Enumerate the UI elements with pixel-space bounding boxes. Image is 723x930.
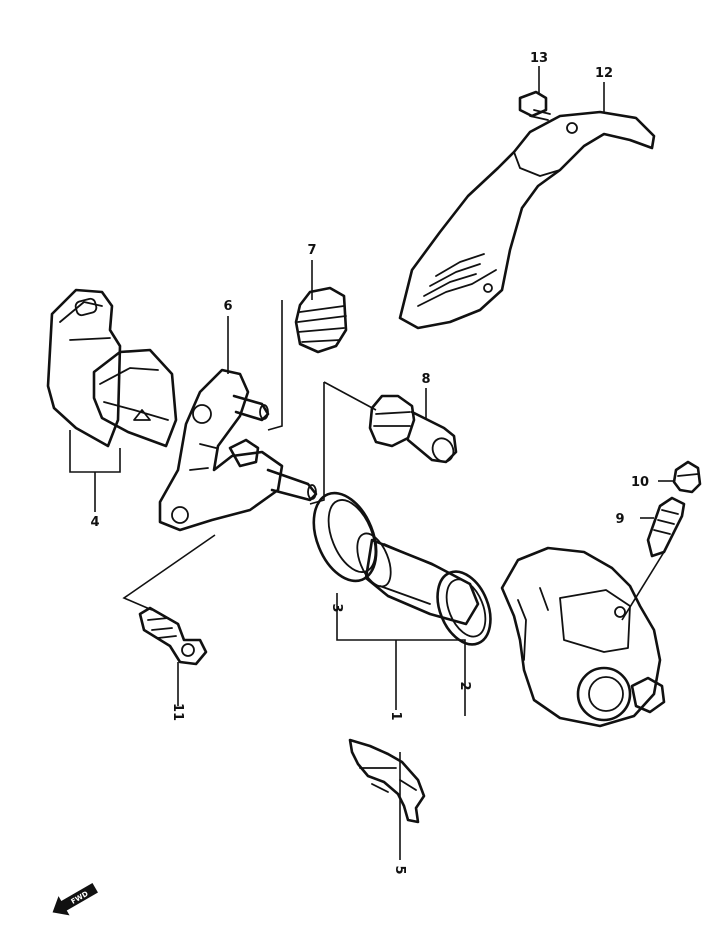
callout-3: 3: [329, 603, 344, 612]
callout-13: 13: [530, 51, 548, 66]
part-9-bleeder: [646, 496, 686, 558]
callout-6: 6: [223, 299, 232, 314]
leader-lines: [69, 66, 674, 860]
callout-12: 12: [595, 66, 613, 81]
part-6-support: [158, 368, 318, 532]
part-1-piston: [356, 532, 480, 626]
part-8-pin: [368, 394, 458, 464]
front-arrow-label: FWD: [70, 890, 90, 906]
part-11-bolt: [138, 606, 208, 666]
front-arrow-icon: FWD: [52, 882, 98, 916]
callout-2: 2: [457, 681, 472, 690]
callout-10: 10: [631, 475, 649, 490]
part-10-cap: [672, 460, 702, 494]
caliper-body: [500, 546, 666, 728]
part-4-brake-pads: [46, 288, 178, 448]
part-5-spring: [348, 738, 426, 824]
callouts: 13 12 7 6 8 4 10 9 3 2 1 11 5: [90, 51, 649, 875]
part-2-piston-seal: [436, 570, 492, 646]
callout-7: 7: [307, 243, 316, 258]
callout-4: 4: [90, 515, 99, 530]
callout-5: 5: [392, 865, 407, 874]
part-12-bracket: [398, 110, 656, 330]
callout-9: 9: [615, 512, 624, 527]
callout-11: 11: [170, 703, 185, 721]
part-13-bolt: [518, 90, 551, 121]
callout-8: 8: [421, 372, 430, 387]
part-7-boot: [294, 286, 348, 354]
callout-1: 1: [388, 711, 403, 720]
